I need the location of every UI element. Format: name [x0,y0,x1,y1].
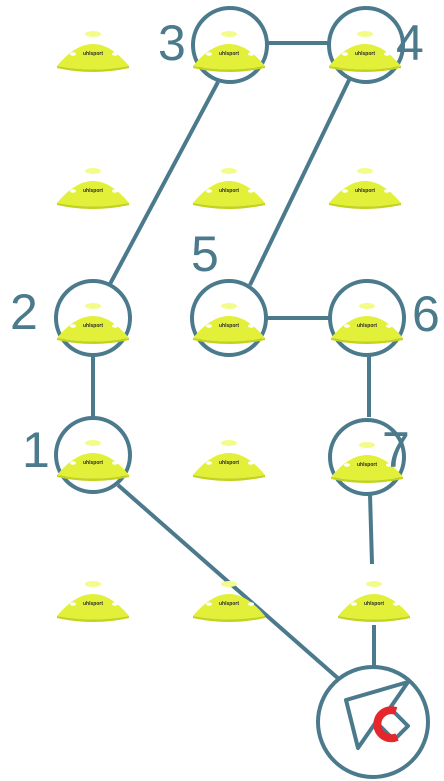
station-ring-2 [54,279,132,357]
station-label-7: 7 [382,422,410,478]
cone: uhlsport [57,440,129,481]
station-label-6: 6 [412,286,440,342]
route-segment-3-2 [108,81,220,285]
station-ring-5 [190,279,268,357]
svg-text:uhlsport: uhlsport [357,462,377,468]
cone: uhlsport [329,31,401,72]
svg-text:uhlsport: uhlsport [83,51,103,57]
svg-text:uhlsport: uhlsport [83,601,103,607]
svg-text:uhlsport: uhlsport [219,51,239,57]
route-segment-4-5 [248,77,352,286]
cone: uhlsport [193,303,265,344]
cone: uhlsport [193,581,265,622]
station-numbers: 3 4 5 2 6 1 7 [10,15,440,478]
cone: uhlsport [329,168,401,209]
c-logo-icon [373,706,399,743]
station-label-3: 3 [158,15,186,71]
cone: uhlsport [57,303,129,344]
station-rings [54,6,406,496]
station-ring-6 [328,279,406,357]
cone: uhlsport [331,303,403,344]
station-label-5: 5 [191,226,219,282]
svg-text:uhlsport: uhlsport [83,188,103,194]
station-ring-4 [327,6,405,84]
station-label-4: 4 [396,15,424,71]
station-ring-3 [191,6,269,84]
start-marker [316,665,430,779]
cone: uhlsport [338,581,410,622]
cone: uhlsport [331,442,403,483]
svg-text:uhlsport: uhlsport [355,188,375,194]
svg-text:uhlsport: uhlsport [355,51,375,57]
station-label-1: 1 [22,422,50,478]
svg-text:uhlsport: uhlsport [219,460,239,466]
station-ring-1 [54,416,132,494]
svg-text:uhlsport: uhlsport [219,323,239,329]
cone: uhlsport [57,581,129,622]
station-ring-7 [328,418,406,496]
svg-text:uhlsport: uhlsport [357,323,377,329]
route-segment-7-start [368,493,374,565]
svg-text:uhlsport: uhlsport [83,460,103,466]
cone: uhlsport [57,31,129,72]
svg-text:uhlsport: uhlsport [219,601,239,607]
station-label-2: 2 [10,284,38,340]
cone: uhlsport [193,31,265,72]
svg-text:uhlsport: uhlsport [364,601,384,607]
cone: uhlsport [57,168,129,209]
cones: uhlsport uhlsport uhlsport uhlsport uhls… [57,31,410,622]
svg-text:uhlsport: uhlsport [219,188,239,194]
cone: uhlsport [193,440,265,481]
svg-text:uhlsport: uhlsport [83,323,103,329]
cone: uhlsport [193,168,265,209]
